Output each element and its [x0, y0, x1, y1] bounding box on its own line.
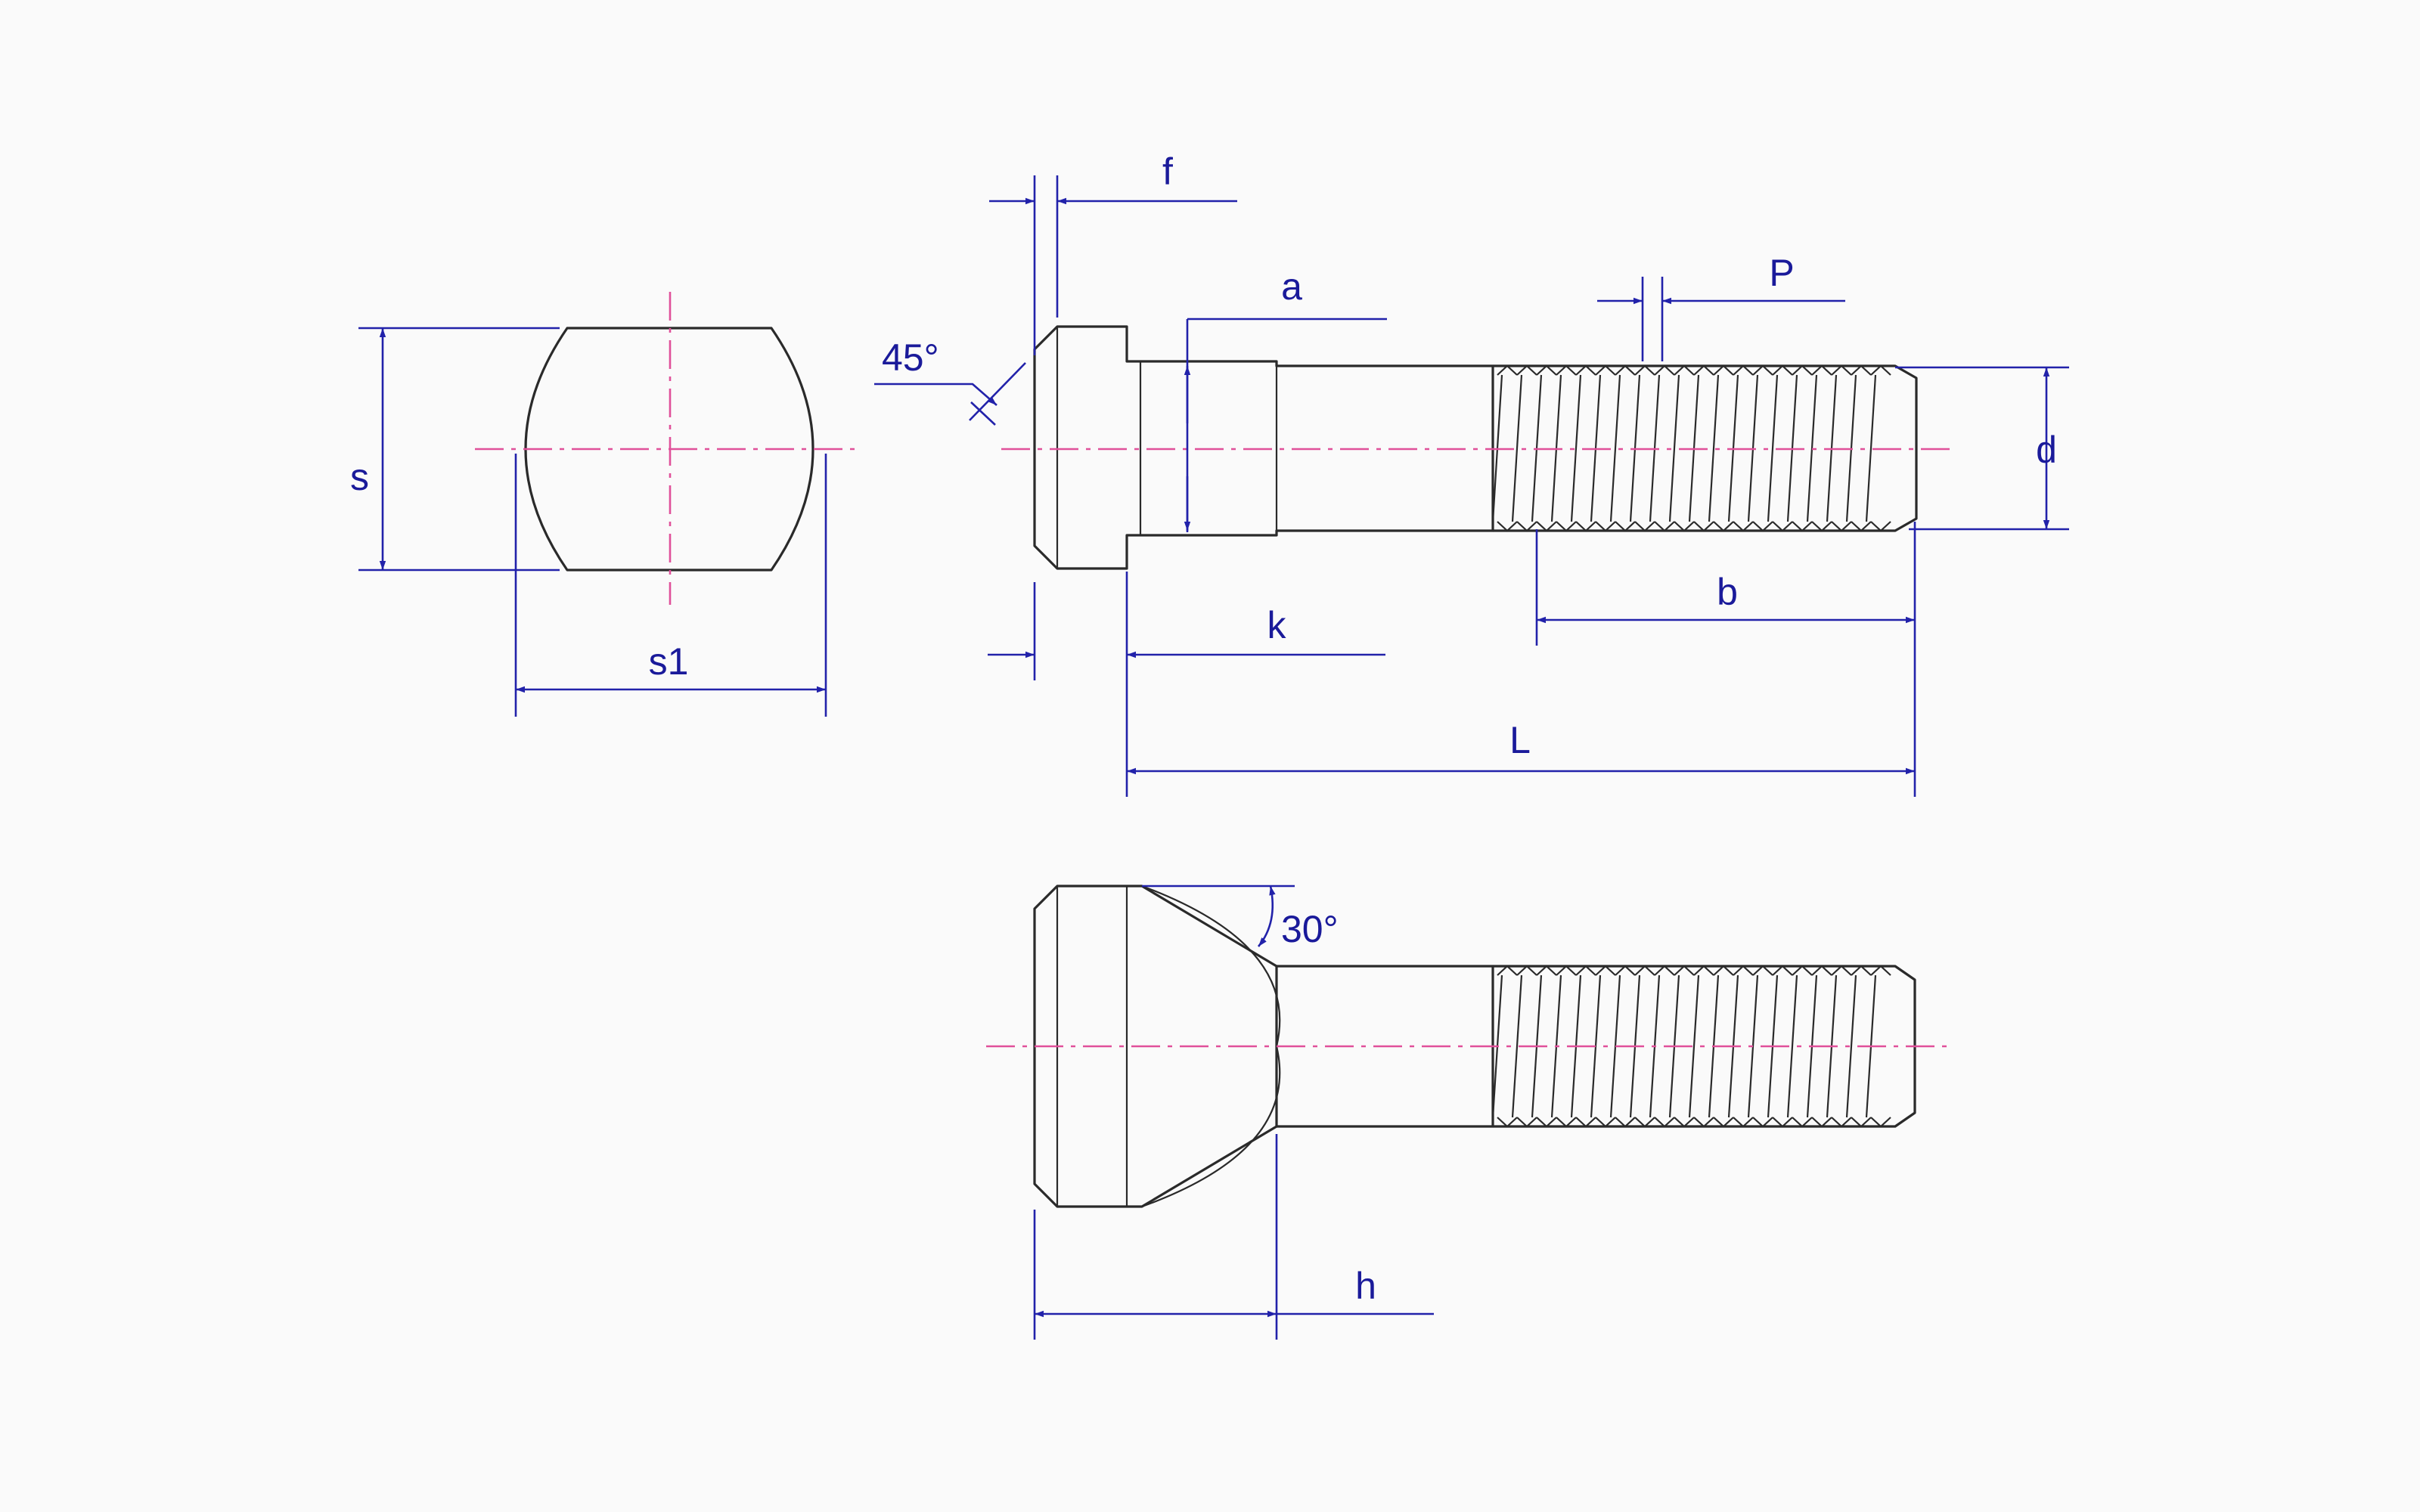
thread-tooth [1595, 364, 1616, 532]
thread-crest-line [1845, 974, 1857, 1118]
l-label: L [1509, 719, 1531, 761]
thread-crest-line [1708, 374, 1720, 522]
thread-tooth [1752, 364, 1773, 532]
k-label: k [1267, 604, 1287, 646]
thread-crest-line [1511, 374, 1523, 522]
side-view-thread-crests [1491, 364, 1891, 532]
d-label: d [2036, 429, 2057, 471]
thread-tooth [1615, 965, 1636, 1128]
thread-tooth [1575, 965, 1596, 1128]
angle-30-label: 30° [1281, 908, 1339, 950]
thread-tooth [1654, 364, 1675, 532]
angle-45-cross-1 [969, 362, 1026, 421]
thread-tooth [1674, 364, 1695, 532]
thread-tooth [1831, 364, 1852, 532]
thread-crest-line [1767, 374, 1779, 522]
thread-crest-line [1865, 374, 1877, 522]
thread-tooth [1870, 965, 1891, 1128]
thread-tooth [1516, 364, 1537, 532]
end-view-outline [524, 327, 814, 572]
thread-crest-line [1511, 974, 1523, 1118]
thread-crest-line [1668, 374, 1680, 522]
thread-tooth [1634, 965, 1655, 1128]
end-view: s s1 [350, 292, 862, 717]
thread-tooth [1811, 965, 1832, 1128]
thread-tooth [1713, 364, 1734, 532]
angle-45-label: 45° [882, 336, 939, 379]
thread-tooth [1792, 965, 1813, 1128]
a-label: a [1281, 265, 1302, 308]
thread-tooth [1536, 364, 1557, 532]
side-view: f a 45° P d b k L [874, 150, 2069, 797]
thread-tooth [1634, 364, 1655, 532]
thread-tooth [1595, 965, 1616, 1128]
thread-crest-line [1786, 974, 1798, 1118]
thread-tooth [1772, 965, 1793, 1128]
angle-45-leader [874, 383, 997, 406]
thread-tooth [1556, 965, 1577, 1128]
thread-tooth [1575, 364, 1596, 532]
thread-tooth [1713, 965, 1734, 1128]
thread-tooth [1615, 364, 1636, 532]
p-label: P [1769, 252, 1794, 294]
thread-tooth [1497, 965, 1518, 1128]
thread-tooth [1693, 965, 1714, 1128]
side-view-head [1033, 325, 1494, 570]
thread-tooth [1497, 364, 1518, 532]
thread-tooth [1870, 364, 1891, 532]
thread-tooth [1733, 965, 1754, 1128]
thread-tooth [1536, 965, 1557, 1128]
thread-tooth [1654, 965, 1675, 1128]
thread-tooth [1851, 364, 1872, 532]
bottom-view: 30° h [986, 885, 1954, 1340]
thread-crest-line [1570, 374, 1582, 522]
h-label: h [1355, 1265, 1376, 1307]
s-label: s [350, 456, 369, 498]
thread-tooth [1752, 965, 1773, 1128]
thread-tooth [1772, 364, 1793, 532]
thread-tooth [1556, 364, 1577, 532]
thread-crest-line [1609, 374, 1621, 522]
thread-tooth [1792, 364, 1813, 532]
thread-crest-line [1688, 974, 1700, 1118]
f-label: f [1162, 150, 1173, 193]
thread-tooth [1831, 965, 1852, 1128]
thread-tooth [1811, 364, 1832, 532]
thread-tooth [1851, 965, 1872, 1128]
thread-tooth [1674, 965, 1695, 1128]
angle-30-arc [1257, 885, 1276, 947]
thread-tooth [1516, 965, 1537, 1128]
side-view-thread-outline [1493, 364, 1918, 532]
thread-tooth [1693, 364, 1714, 532]
thread-tooth [1733, 364, 1754, 532]
s1-label: s1 [649, 640, 689, 683]
angle-45-cross-2 [970, 401, 996, 426]
b-label: b [1717, 571, 1738, 613]
